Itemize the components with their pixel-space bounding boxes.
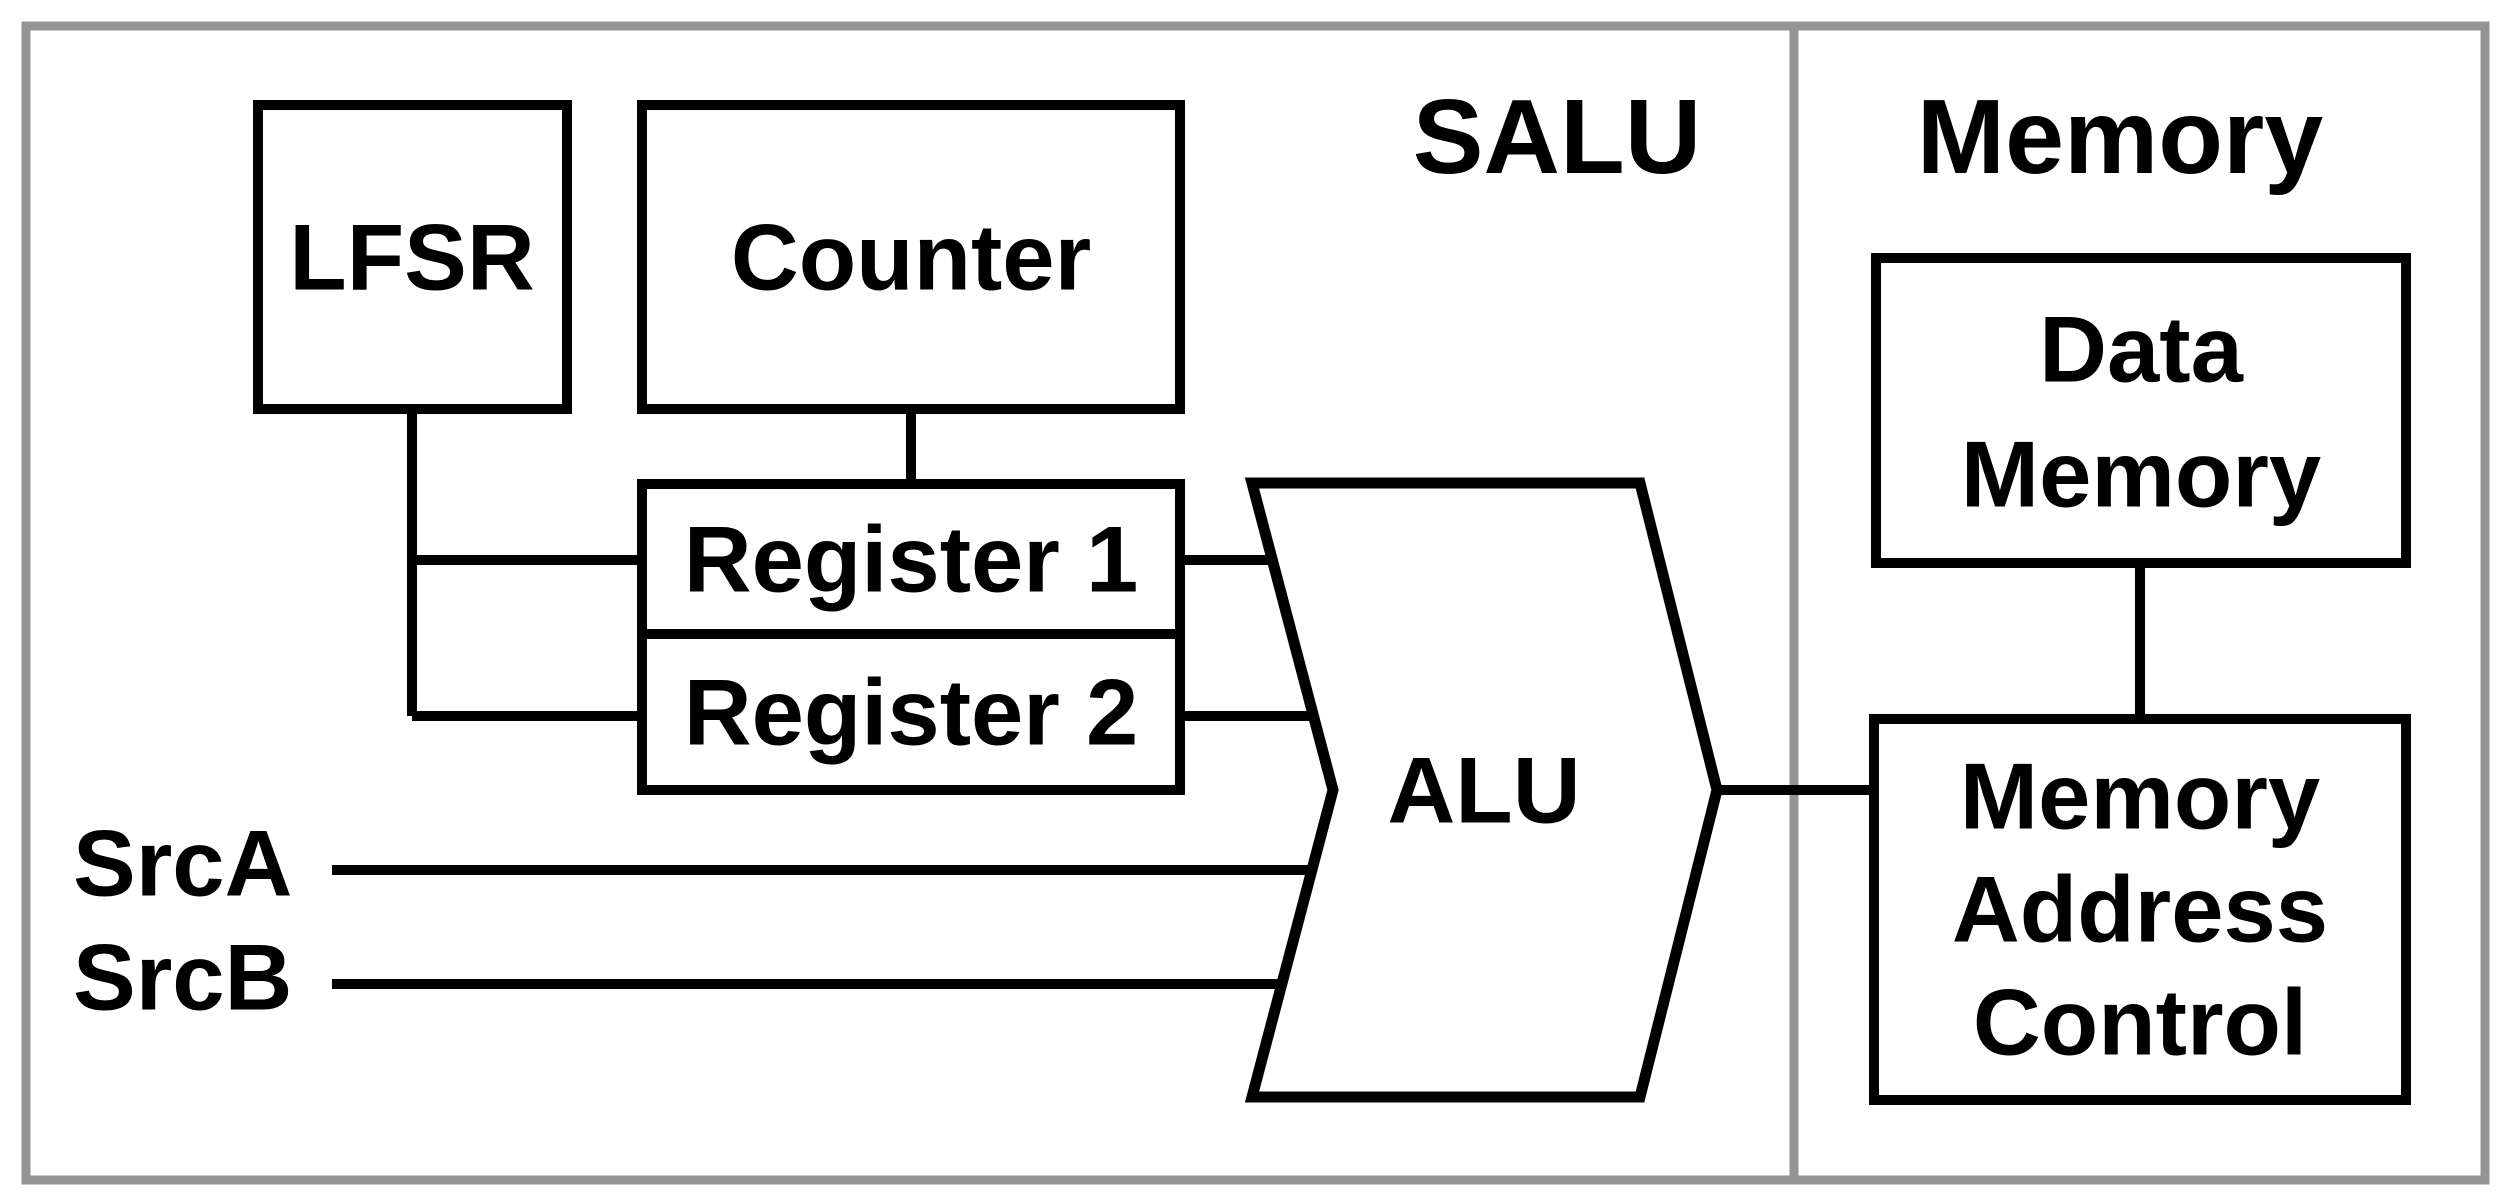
salu-panel-title: SALU	[1413, 78, 1702, 196]
register2-box	[637, 629, 1185, 795]
alu-label: ALU	[1387, 738, 1580, 843]
lfsr-label: LFSR	[289, 205, 534, 310]
register1-box	[637, 479, 1185, 639]
alu-shape	[1244, 477, 1723, 1103]
memory-address-control-label-line1: Memory	[1960, 744, 2320, 849]
lfsr-box	[253, 100, 572, 414]
srca-label: SrcA	[73, 811, 292, 916]
data-memory-label-line2: Memory	[1961, 422, 2321, 527]
counter-box	[637, 100, 1185, 414]
srcb-label: SrcB	[73, 925, 292, 1030]
data-memory-box	[1871, 253, 2411, 568]
memory-panel-title: Memory	[1917, 78, 2324, 196]
diagram-frame	[21, 21, 2490, 1185]
counter-label: Counter	[731, 205, 1091, 310]
register2-label: Register 2	[684, 660, 1139, 765]
memory-address-control-box	[1869, 714, 2411, 1105]
memory-address-control-label-line2: Address	[1952, 857, 2328, 962]
memory-address-control-label-line3: Control	[1973, 970, 2307, 1075]
register1-label: Register 1	[684, 507, 1139, 612]
data-memory-label-line1: Data	[2039, 297, 2243, 402]
